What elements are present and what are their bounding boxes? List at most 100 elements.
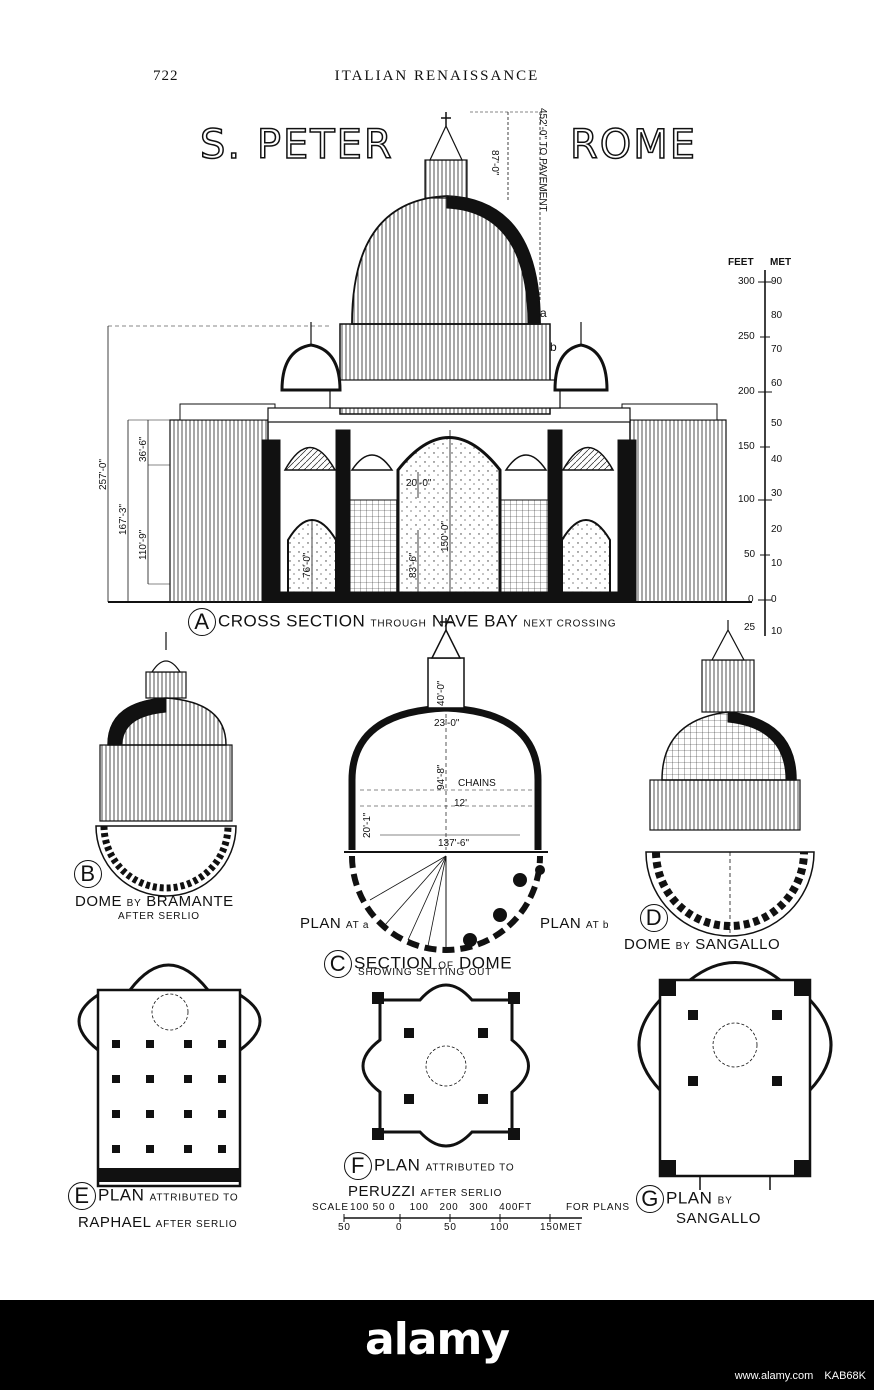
height-scale-bar [758, 270, 772, 636]
title-left: S. PETER [199, 121, 394, 169]
dim-257: 257'-0" [98, 458, 109, 490]
bramante-dome-drawing [95, 632, 237, 897]
dome-section-drawing [344, 618, 548, 953]
feet-tick: 300 [738, 276, 755, 287]
caption-g-by: BY [717, 1195, 733, 1207]
architectural-drawings [77, 111, 833, 1222]
dim-36: 36'-6" [138, 436, 149, 462]
caption-c-plan-a: PLAN AT a [300, 915, 369, 932]
met-tick: 60 [771, 378, 783, 389]
caption-d-by: BY [675, 941, 691, 952]
peruzzi-plan-drawing [361, 983, 530, 1148]
met-tick: 10 [771, 558, 783, 569]
caption-a-letter: A [188, 608, 216, 636]
dim-c-94: 94'-8" [436, 764, 447, 790]
caption-f-attributed: ATTRIBUTED TO [425, 1162, 515, 1174]
caption-c-letter: C [324, 950, 352, 978]
dim-167: 167'-3" [118, 503, 129, 535]
plan-scale-met: 100 [490, 1222, 510, 1233]
dim-c-40: 40'-0" [436, 680, 447, 706]
met-tick: 90 [771, 276, 783, 287]
caption-f-letter: F [344, 1152, 372, 1180]
plan-scale-bar [343, 1214, 582, 1222]
caption-d-letter: D [640, 904, 668, 932]
plan-scale-feet: 100 50 0 100 200 300 400FT [350, 1202, 532, 1213]
running-head: ITALIAN RENAISSANCE [334, 68, 540, 84]
caption-g-letter: G [636, 1185, 664, 1213]
feet-tick: 25 [744, 622, 756, 633]
caption-f-after: AFTER SERLIO [420, 1188, 503, 1199]
dim-76: 76'-0" [302, 552, 313, 578]
feet-tick: 200 [738, 386, 755, 397]
caption-b-letter: B [74, 860, 102, 888]
watermark-logo: alamy [365, 1314, 510, 1365]
feet-tick: 0 [748, 594, 754, 605]
dim-c-chains: CHAINS [458, 778, 496, 789]
caption-c-of: OF [438, 960, 454, 972]
caption-c-showing: SHOWING SETTING OUT [358, 967, 493, 978]
met-tick: 70 [771, 344, 783, 355]
met-tick: 20 [771, 524, 783, 535]
scale-met-label: MET [770, 257, 792, 268]
scale-feet-label: FEET [728, 257, 754, 268]
caption-e-attributed: ATTRIBUTED TO [149, 1192, 239, 1204]
caption-d-text: DOME BY SANGALLO [624, 936, 780, 953]
mark-b: b [550, 340, 557, 354]
feet-tick: 100 [738, 494, 755, 505]
caption-a-main: CROSS SECTION [218, 611, 366, 631]
feet-tick: 150 [738, 441, 755, 452]
dim-83: 83'-6" [408, 552, 419, 578]
dim-lantern: 87'-0" [489, 150, 500, 176]
caption-c-plan-a-word: PLAN [300, 915, 342, 932]
plan-scale-for-plans: FOR PLANS [566, 1202, 630, 1213]
dim-150: 150'-0" [440, 520, 451, 552]
caption-e-name: RAPHAEL [78, 1214, 151, 1231]
sangallo-dome-drawing [645, 620, 815, 937]
dim-c-23: 23'-0" [434, 718, 460, 729]
met-tick: 0 [771, 594, 777, 605]
met-tick: 30 [771, 488, 783, 499]
title-right: ROME [569, 121, 698, 169]
dim-c-20: 20'-1" [362, 812, 373, 838]
sangallo-plan-drawing [637, 961, 833, 1190]
caption-g-name: SANGALLO [676, 1210, 761, 1227]
caption-a-nave: NAVE BAY [431, 611, 519, 631]
dim-20: 20'-0" [406, 478, 432, 489]
feet-tick: 250 [738, 331, 755, 342]
met-tick: 10 [771, 626, 783, 637]
caption-d: D [640, 904, 670, 932]
caption-e-text: RAPHAEL AFTER SERLIO [78, 1214, 238, 1231]
plan-scale-met: 50 [444, 1222, 457, 1233]
plan-scale-met: 150MET [540, 1222, 583, 1233]
caption-b-by: BY [126, 898, 142, 909]
watermark-bar [0, 1300, 874, 1390]
met-tick: 80 [771, 310, 783, 321]
caption-c-at-a: AT a [345, 920, 370, 931]
caption-b-name: BRAMANTE [146, 893, 234, 910]
dim-total-height: 452'-0" TO PAVEMENT [537, 108, 548, 212]
caption-a-next: NEXT CROSSING [523, 618, 617, 630]
caption-c-plan-b: PLAN AT b [540, 915, 609, 932]
watermark-code: KAB68K [824, 1370, 866, 1382]
caption-f-plan: PLAN [374, 1155, 421, 1175]
caption-d-name: SANGALLO [695, 936, 781, 953]
caption-c-at-b: AT b [585, 920, 610, 931]
watermark-url: www.alamy.com [734, 1370, 814, 1382]
mark-a: a [540, 306, 547, 320]
page-number: 722 [153, 68, 179, 84]
caption-b-after: AFTER SERLIO [118, 911, 200, 922]
raphael-plan-drawing [77, 963, 262, 1188]
feet-tick: 50 [744, 549, 756, 560]
watermark-id: www.alamy.com KAB68K [0, 1370, 874, 1382]
caption-a-through: THROUGH [370, 618, 427, 630]
caption-c-dome: DOME [459, 953, 513, 973]
dim-c-12: 12' [454, 798, 468, 809]
plan-scale-met: 50 [338, 1222, 351, 1233]
met-tick: 40 [771, 454, 783, 465]
caption-f-name: PERUZZI [348, 1183, 416, 1200]
